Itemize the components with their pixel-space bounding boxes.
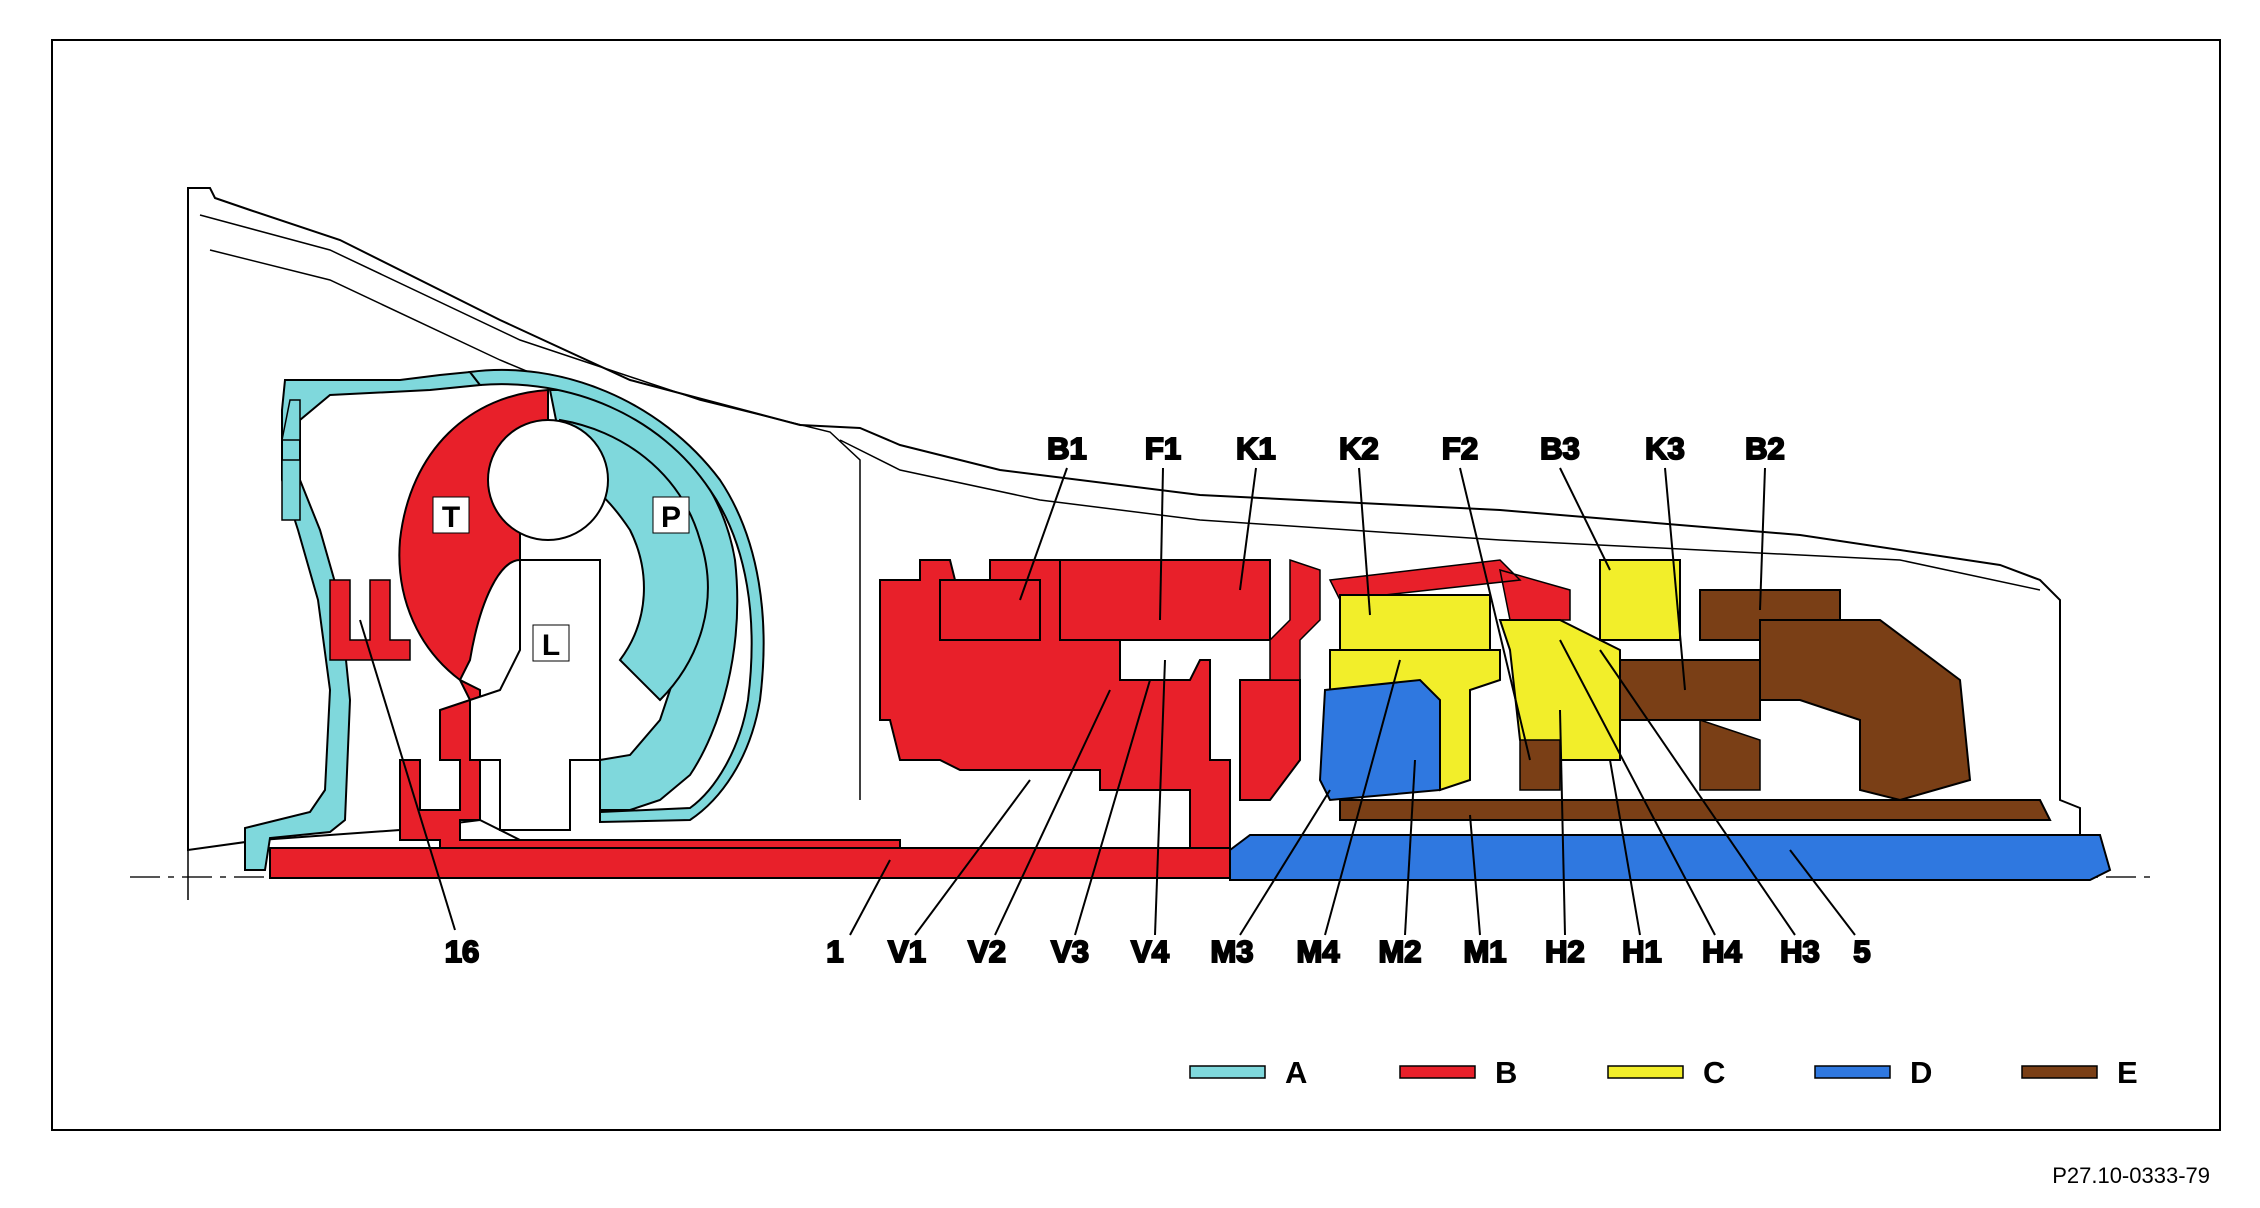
rear-ring-gear (1498, 619, 1621, 761)
svg-text:T: T (442, 501, 460, 534)
leader-H2 (1559, 709, 1566, 936)
callout-label-V2: V2 (968, 934, 1006, 969)
top-callouts: B1 F1 K1 K2 F2 B3 K3 B2 (1019, 430, 1786, 761)
converter-housing (244, 370, 482, 871)
leader-M2 (1404, 759, 1416, 936)
legend-item-E: E (2021, 1055, 2138, 1090)
leader-V3 (1074, 679, 1151, 936)
callout-label-K3: K3 (1645, 431, 1685, 466)
callout-label-M4: M4 (1296, 934, 1340, 969)
turbine-hub (399, 677, 901, 861)
brown-hub (1519, 718, 1761, 791)
leader-V2 (994, 689, 1111, 936)
callout-label-B2: B2 (1745, 431, 1785, 466)
leader-V4 (1154, 659, 1166, 936)
leader-B2 (1759, 467, 1766, 611)
leader-B3 (1559, 467, 1611, 571)
converter-core-torus (487, 419, 609, 541)
leader-F2 (1459, 467, 1531, 761)
group-e-parts (1339, 589, 2052, 821)
legend-swatch-E (2021, 1065, 2098, 1079)
leader-16 (359, 619, 456, 931)
color-legend: A B C D E (1189, 1055, 2138, 1090)
callout-label-F2: F2 (1442, 431, 1478, 466)
callout-label-V1: V1 (888, 934, 926, 969)
callout-label-K2: K2 (1339, 431, 1379, 466)
callout-label-B3: B3 (1540, 431, 1580, 466)
legend-item-A: A (1189, 1055, 1307, 1090)
output-shaft (1229, 834, 2112, 881)
callout-label-H3: H3 (1780, 934, 1820, 969)
legend-swatch-B (1399, 1065, 1476, 1079)
converter-outer-shell (468, 368, 765, 824)
intermediate-shaft (1339, 799, 2052, 821)
callout-label-B1: B1 (1047, 431, 1087, 466)
svg-text:L: L (542, 629, 560, 662)
leader-K2 (1358, 467, 1371, 616)
clutch-k1-pack (1059, 559, 1271, 641)
group-d-parts (1229, 678, 2112, 881)
leader-F1 (1159, 467, 1164, 621)
section-label-pump: P (652, 496, 690, 534)
red-link-piston (1269, 558, 1571, 681)
k3-brown-plates (1619, 659, 1761, 721)
leader-B1 (1019, 467, 1068, 601)
callout-label-1: 1 (826, 934, 843, 969)
input-shaft (269, 847, 1231, 879)
leader-K1 (1239, 467, 1257, 591)
legend-item-D: D (1814, 1055, 1932, 1090)
callout-label-V3: V3 (1051, 934, 1089, 969)
legend-swatch-C (1607, 1065, 1684, 1079)
legend-item-C: C (1607, 1055, 1725, 1090)
leader-M3 (1239, 789, 1331, 936)
rear-planet-carrier (1759, 619, 1972, 802)
callout-label-K1: K1 (1236, 431, 1276, 466)
leader-V1 (914, 779, 1031, 936)
callout-label-H2: H2 (1545, 934, 1585, 969)
clutch-k3-pack (1599, 559, 1681, 641)
callout-label-V4: V4 (1131, 934, 1170, 969)
svg-text:A: A (1285, 1055, 1307, 1090)
lockup-clutch (329, 579, 411, 661)
middle-planetary-gear (1318, 678, 1441, 802)
svg-text:P: P (661, 501, 681, 534)
callout-label-M1: M1 (1463, 934, 1506, 969)
figure-id: P27.10-0333-79 (2052, 1163, 2210, 1188)
callout-label-F1: F1 (1145, 431, 1181, 466)
leader-M1 (1469, 814, 1481, 936)
housing-inner-contour (199, 214, 2041, 800)
svg-text:C: C (1703, 1055, 1725, 1090)
callout-label-16: 16 (445, 934, 479, 969)
leader-H4 (1559, 639, 1716, 936)
legend-swatch-A (1189, 1065, 1266, 1079)
legend-swatch-D (1814, 1065, 1891, 1079)
callout-label-M2: M2 (1378, 934, 1421, 969)
clutch-k2-pack (1339, 594, 1491, 651)
svg-text:E: E (2117, 1055, 2138, 1090)
bottom-callouts: 16 1 V1 V2 V3 V4 M3 M4 M2 M1 H2 H1 H4 H3… (359, 619, 1872, 970)
leader-H3 (1599, 649, 1796, 936)
legend-item-B: B (1399, 1055, 1517, 1090)
section-label-turbine: T (432, 496, 470, 534)
leader-5 (1789, 849, 1856, 936)
section-label-stator: L (532, 624, 570, 662)
converter-front-cover (281, 399, 301, 521)
leader-H1 (1609, 759, 1641, 936)
callout-label-H1: H1 (1622, 934, 1662, 969)
svg-text:B: B (1495, 1055, 1517, 1090)
callout-label-5: 5 (1853, 934, 1870, 969)
callout-label-H4: H4 (1702, 934, 1742, 969)
callout-label-M3: M3 (1210, 934, 1253, 969)
leader-M4 (1324, 659, 1401, 936)
leader-1 (849, 859, 891, 936)
leader-K3 (1664, 467, 1686, 691)
brake-b1-pack (939, 579, 1041, 641)
svg-text:D: D (1910, 1055, 1932, 1090)
